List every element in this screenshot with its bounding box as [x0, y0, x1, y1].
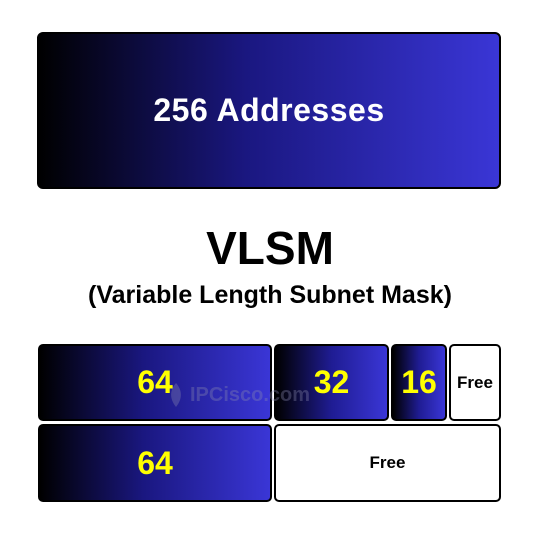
free-label: Free [457, 372, 493, 392]
diagram-title: VLSM [206, 222, 334, 274]
address-block-label: 256 Addresses [153, 92, 385, 128]
subnet-size-label: 64 [137, 364, 173, 400]
subnet-size-label: 32 [313, 364, 350, 400]
subnet-block-16: 16 [391, 344, 447, 421]
subnet-size-label: 16 [401, 364, 437, 400]
subnet-size-label: 64 [137, 444, 173, 481]
free-block-row2: Free [274, 424, 501, 502]
subnet-block-64-row2: 64 [38, 424, 272, 502]
address-block-256: 256 Addresses [37, 32, 501, 189]
free-label: Free [369, 453, 406, 472]
subnet-block-32: 32 [274, 344, 389, 421]
subnet-block-64-row1: 64 [38, 344, 272, 421]
free-block-row1: Free [449, 344, 501, 421]
diagram-subtitle: (Variable Length Subnet Mask) [88, 281, 452, 309]
